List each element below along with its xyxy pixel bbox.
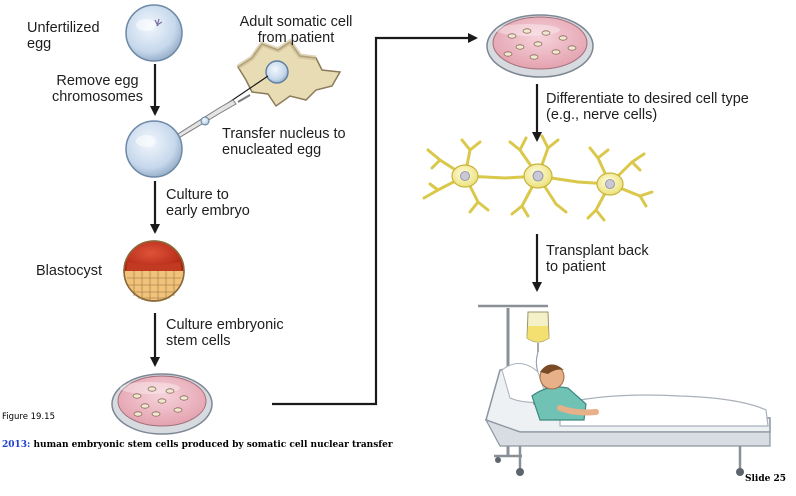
label-line: to patient [546,259,606,275]
label-transplant: Transplant back to patient [546,243,649,275]
label-line: Culture embryonic [166,317,284,333]
somatic-cell-icon [236,38,342,108]
figure-label: Figure 19.15 [2,412,55,422]
caption: 2013: human embryonic stem cells produce… [2,440,393,450]
label-line: Culture to [166,187,229,203]
label-culture-stem: Culture embryonic stem cells [166,317,284,349]
label-line: Transplant back [546,243,649,259]
label-culture-embryo: Culture to early embryo [166,187,250,219]
label-line: stem cells [166,333,231,349]
label-line: chromosomes [51,89,144,105]
label-unfertilized-egg: Unfertilized egg [27,20,100,52]
patient-in-bed-icon [478,304,771,476]
label-line: early embryo [166,203,250,219]
label-remove-chromosomes: Remove egg chromosomes [40,73,155,105]
caption-text: human embryonic stem cells produced by s… [30,440,393,450]
blastocyst-icon [123,240,185,302]
label-line: Remove egg [56,73,139,89]
label-transfer-nucleus: Transfer nucleus to enucleated egg [222,126,346,158]
slide-number: Slide 25 [745,474,787,484]
label-blastocyst: Blastocyst [36,263,103,279]
label-line: from patient [257,30,335,46]
label-line: (e.g., nerve cells) [546,107,658,123]
label-line: Unfertilized [27,20,100,36]
label-line: enucleated egg [222,142,322,158]
nerve-cells-icon [422,134,654,222]
unfertilized-egg-icon [125,4,183,62]
petri-dish-cultured-icon [486,14,594,78]
petri-dish-stem-cells-icon [111,373,213,435]
label-line: Transfer nucleus to [222,126,346,142]
enucleated-egg-icon [125,120,183,178]
label-differentiate: Differentiate to desired cell type (e.g.… [546,91,749,123]
arrow-to-cultured-cells [272,33,478,406]
caption-year: 2013: [2,440,31,450]
label-line: Differentiate to desired cell type [546,91,749,107]
label-line: Adult somatic cell [239,14,353,30]
label-line: egg [27,36,52,52]
label-adult-cell: Adult somatic cell from patient [226,14,366,46]
